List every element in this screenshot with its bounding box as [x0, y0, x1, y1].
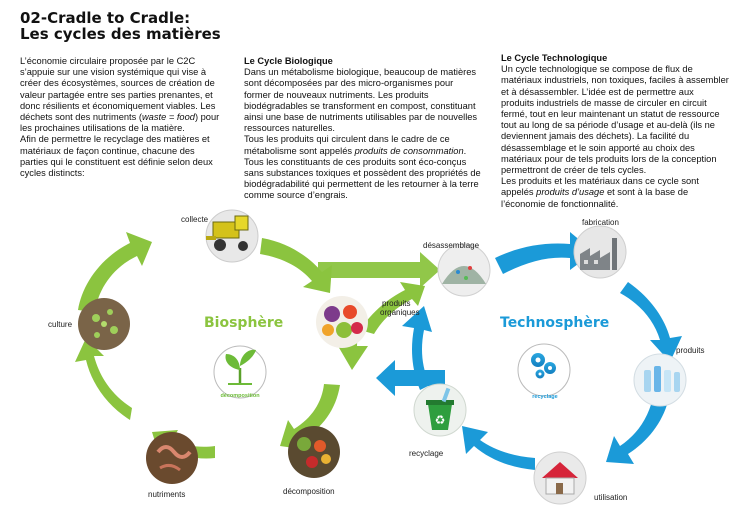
intro-paragraph-2: Afin de permettre le recyclage des matiè… [20, 134, 213, 179]
label-nutriments: nutriments [148, 490, 185, 499]
tech-paragraph-1: Un cycle technologique se compose de flu… [501, 64, 729, 176]
intro-p1-em: waste = food [141, 112, 195, 123]
tech-p2-em: produits d’usage [536, 187, 605, 198]
intro-text: L’économie circulaire proposée par le C2… [20, 56, 225, 179]
house-icon [533, 451, 587, 505]
bottles-icon [633, 353, 687, 407]
page-title-line1: 02-Cradle to Cradle: [20, 9, 191, 27]
bio-paragraph-2: Tous les produits qui circulent dans le … [244, 134, 482, 201]
compost-icon [288, 426, 340, 478]
tech-arrow-right-top [620, 282, 682, 362]
bio-arrow-bottom-right [280, 384, 340, 450]
label-decomposition: décomposition [283, 487, 335, 496]
technosphere-center [517, 343, 571, 397]
tech-p2-b: et sont à la base de l’économie de fonct… [501, 187, 689, 209]
intro-p1-a: L’économie circulaire proposée par le C2… [20, 56, 216, 123]
label-recyclage: recyclage [409, 449, 444, 458]
tech-cycle-text: Le Cycle Technologique Un cycle technolo… [501, 53, 729, 210]
label-produits-organiques-2: organiques [380, 308, 420, 317]
bio-p2-b: . Tous les constituants de ces produits … [244, 145, 481, 201]
bio-p2-em: produits de consommation [354, 145, 464, 156]
tech-arrow-top [495, 232, 594, 274]
bio-to-tech-arrow [318, 252, 440, 288]
bio-heading: Le Cycle Biologique [244, 56, 333, 66]
sprout-icon [225, 349, 256, 370]
worms-icon [146, 432, 198, 484]
tech-arrow-bottom [462, 426, 535, 470]
tech-p2-a: Les produits et les matériaux dans ce cy… [501, 176, 699, 198]
bio-arrow-top-left [78, 232, 152, 312]
intro-paragraph-1: L’économie circulaire proposée par le C2… [20, 56, 225, 134]
tech-heading: Le Cycle Technologique [501, 53, 608, 63]
page-title-line2: Les cycles des matières [20, 25, 221, 43]
page-title: 02-Cradle to Cradle: Les cycles des mati… [20, 10, 221, 42]
label-desassemblage: désassemblage [423, 241, 480, 250]
tech-paragraph-2: Les produits et les matériaux dans ce cy… [501, 176, 729, 210]
tech-arrow-right-bottom [606, 392, 670, 464]
label-culture: culture [48, 320, 73, 329]
label-utilisation: utilisation [594, 493, 627, 502]
biosphere-ring [75, 232, 440, 459]
bio-arrow-left [75, 338, 132, 420]
label-produits-organiques-1: produits [382, 299, 410, 308]
vegetables-icon [316, 296, 368, 348]
biosphere-center-label: décomposition [220, 393, 260, 399]
harvester-icon [205, 209, 259, 263]
label-fabrication: fabrication [582, 218, 619, 227]
soil-sprouts-icon [78, 298, 130, 350]
bio-arrow-top [260, 238, 332, 293]
biosphere-center [213, 345, 267, 399]
label-collecte: collecte [181, 215, 209, 224]
rubble-pile-icon [437, 243, 491, 297]
bio-cycle-text: Le Cycle Biologique Dans un métabolisme … [244, 56, 482, 202]
recycle-bin-icon: ♻ [413, 383, 467, 437]
bio-p2-a: Tous les produits qui circulent dans le … [244, 134, 450, 156]
gears-icon [531, 353, 556, 379]
tech-to-bio-arrow [376, 360, 445, 396]
svg-text:♻: ♻ [435, 413, 446, 427]
bio-to-tech-arrow-2 [360, 282, 425, 334]
technosphere-center-label: recyclage [532, 394, 557, 400]
intro-p1-b: ) pour les prochaines utilisations de la… [20, 112, 220, 134]
tech-arrow-left [402, 306, 432, 390]
biosphere-title: Biosphère [204, 315, 283, 331]
technosphere-ring [376, 232, 682, 470]
technosphere-title: Technosphère [500, 315, 609, 331]
label-produits: produits [676, 346, 704, 355]
bio-paragraph-1: Dans un métabolisme biologique, beaucoup… [244, 67, 478, 134]
factory-icon [573, 225, 627, 279]
